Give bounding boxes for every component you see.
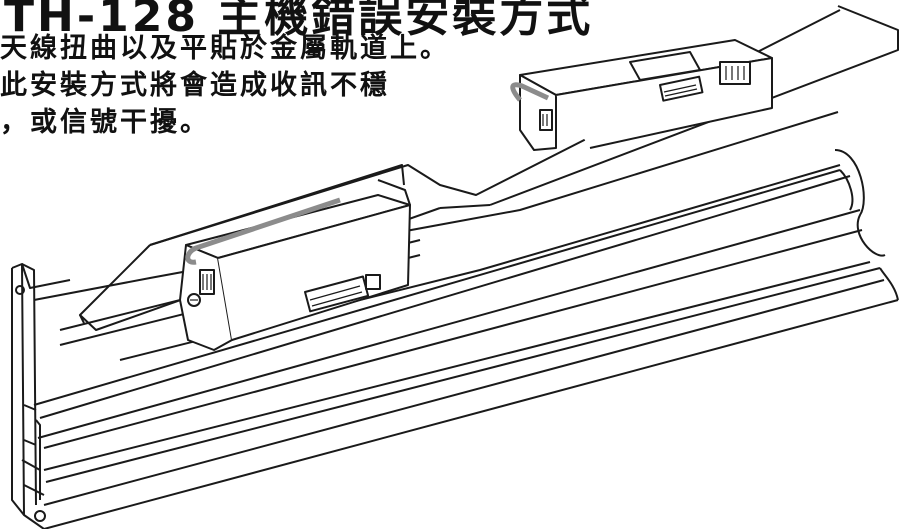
diagram-title: TH-128 主機錯誤安裝方式 [4, 0, 594, 42]
rail-screw-hole-top [15, 285, 25, 295]
caption-line-1: 天線扭曲以及平貼於金屬軌道上。 [0, 33, 450, 64]
connector-icon [719, 61, 751, 85]
th128-unit-front [179, 179, 411, 351]
screw-icon [187, 293, 201, 307]
rail-end-profile [11, 263, 46, 529]
warning-caption: 天線扭曲以及平貼於金屬軌道上。 此安裝方式將會造成收訊不穩 ，或信號干擾。 [0, 30, 450, 141]
antenna-icon [185, 197, 341, 265]
rail-screw-hole-bottom [34, 510, 46, 522]
caption-line-3: ，或信號干擾。 [0, 107, 210, 138]
th128-unit-rear [510, 39, 773, 151]
clip-icon [539, 109, 553, 131]
connector-icon [365, 274, 381, 290]
caption-line-2: 此安裝方式將會造成收訊不穩 [0, 70, 390, 101]
antenna-icon [510, 82, 550, 102]
